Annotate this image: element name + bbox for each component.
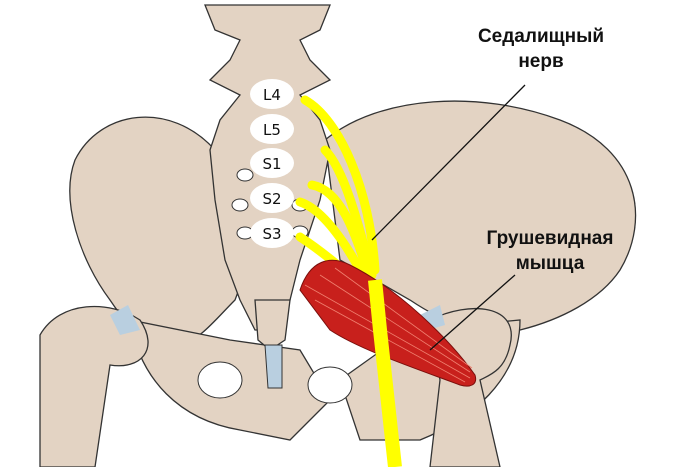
piriformis-label: Грушевидная мышца <box>470 226 630 276</box>
vertebra-badge <box>250 148 294 178</box>
vertebra-badge <box>250 114 294 144</box>
coccyx <box>254 299 291 351</box>
foramen <box>231 198 249 212</box>
vertebra-label-l5: L5 <box>263 121 281 139</box>
label-line: нерв <box>518 51 564 72</box>
vertebra-badge <box>250 183 294 213</box>
sciatic-leader-line <box>371 84 526 241</box>
obturator-foramen-right <box>307 366 353 404</box>
label-line: Грушевидная <box>486 228 614 249</box>
piriformis-leader-line <box>429 274 516 351</box>
vertebra-label-l4: L4 <box>263 86 281 104</box>
sciatic-nerve <box>368 279 402 467</box>
piriformis-muscle <box>299 259 477 387</box>
foramen <box>236 168 254 182</box>
right-femur <box>429 308 512 467</box>
vertebra-badge <box>250 79 294 109</box>
vertebra-badge <box>250 218 294 248</box>
nerve-root-l4 <box>300 95 380 275</box>
pubic-symphysis <box>264 344 283 389</box>
label-line: Седалищный <box>477 26 605 47</box>
obturator-foramen-left <box>197 361 243 399</box>
vertebra-label-s3: S3 <box>262 225 281 243</box>
left-femur <box>39 305 149 467</box>
label-line: мышца <box>515 253 585 274</box>
nerve-root-s1 <box>307 180 375 285</box>
left-hip-cartilage <box>110 305 140 335</box>
vertebra-label-s1: S1 <box>262 155 281 173</box>
sciatic-nerve-label: Седалищный нерв <box>466 24 616 74</box>
vertebra-label-s2: S2 <box>262 190 281 208</box>
